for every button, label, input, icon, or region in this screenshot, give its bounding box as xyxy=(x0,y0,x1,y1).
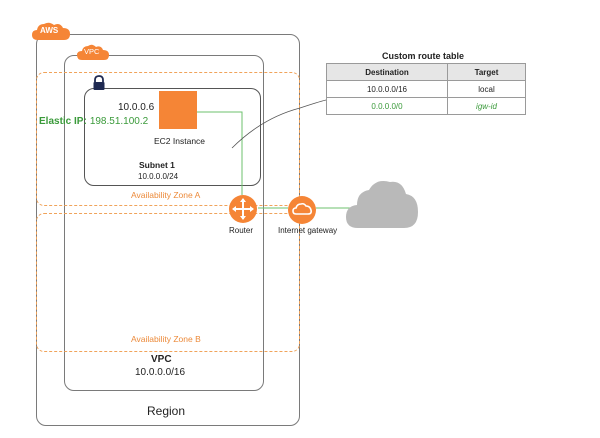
route-table-header-row: Destination Target xyxy=(326,63,526,81)
route-table-header-target: Target xyxy=(447,63,526,81)
aws-badge-label: AWS xyxy=(40,26,59,35)
elastic-ip-label: Elastic IP: xyxy=(39,116,87,127)
availability-zone-b-label: Availability Zone B xyxy=(131,334,201,344)
route-destination: 0.0.0.0/0 xyxy=(326,97,448,115)
elastic-ip: Elastic IP:198.51.100.2 xyxy=(39,116,148,127)
route-table-title: Custom route table xyxy=(382,51,465,61)
table-row: 0.0.0.0/0 igw-id xyxy=(326,97,526,115)
internet-gateway-label: Internet gateway xyxy=(278,226,338,235)
ec2-instance-icon xyxy=(159,91,197,129)
availability-zone-b xyxy=(36,213,300,352)
vpc-badge-label: VPC xyxy=(84,47,100,56)
ec2-label: EC2 Instance xyxy=(154,136,206,146)
vpc-cidr: 10.0.0.0/16 xyxy=(135,367,186,378)
vpc-title: VPC xyxy=(151,354,172,365)
region-label: Region xyxy=(147,404,186,418)
subnet-title: Subnet 1 xyxy=(139,160,175,170)
router-icon xyxy=(229,195,257,223)
route-table: Destination Target 10.0.0.0/16 local 0.0… xyxy=(326,63,526,115)
route-table-header-destination: Destination xyxy=(326,63,448,81)
availability-zone-a-label: Availability Zone A xyxy=(131,190,201,200)
route-target: local xyxy=(447,80,526,98)
ec2-to-router-line xyxy=(197,111,243,195)
table-row: 10.0.0.0/16 local xyxy=(326,80,526,98)
vpc-cloud-icon xyxy=(77,44,109,60)
elastic-ip-value: 198.51.100.2 xyxy=(89,116,149,127)
route-target: igw-id xyxy=(447,97,526,115)
router-label: Router xyxy=(229,226,254,235)
internet-gateway-icon xyxy=(288,196,316,224)
private-ip: 10.0.0.6 xyxy=(118,102,155,113)
aws-cloud-icon xyxy=(32,22,70,40)
vpc-box xyxy=(64,55,264,391)
lock-icon xyxy=(93,75,105,90)
subnet-cidr: 10.0.0.0/24 xyxy=(138,172,179,181)
route-destination: 10.0.0.0/16 xyxy=(326,80,448,98)
availability-zone-a xyxy=(36,72,300,206)
internet-cloud-icon xyxy=(346,181,418,228)
subnet-box xyxy=(84,88,261,186)
route-table-connector xyxy=(231,99,327,149)
